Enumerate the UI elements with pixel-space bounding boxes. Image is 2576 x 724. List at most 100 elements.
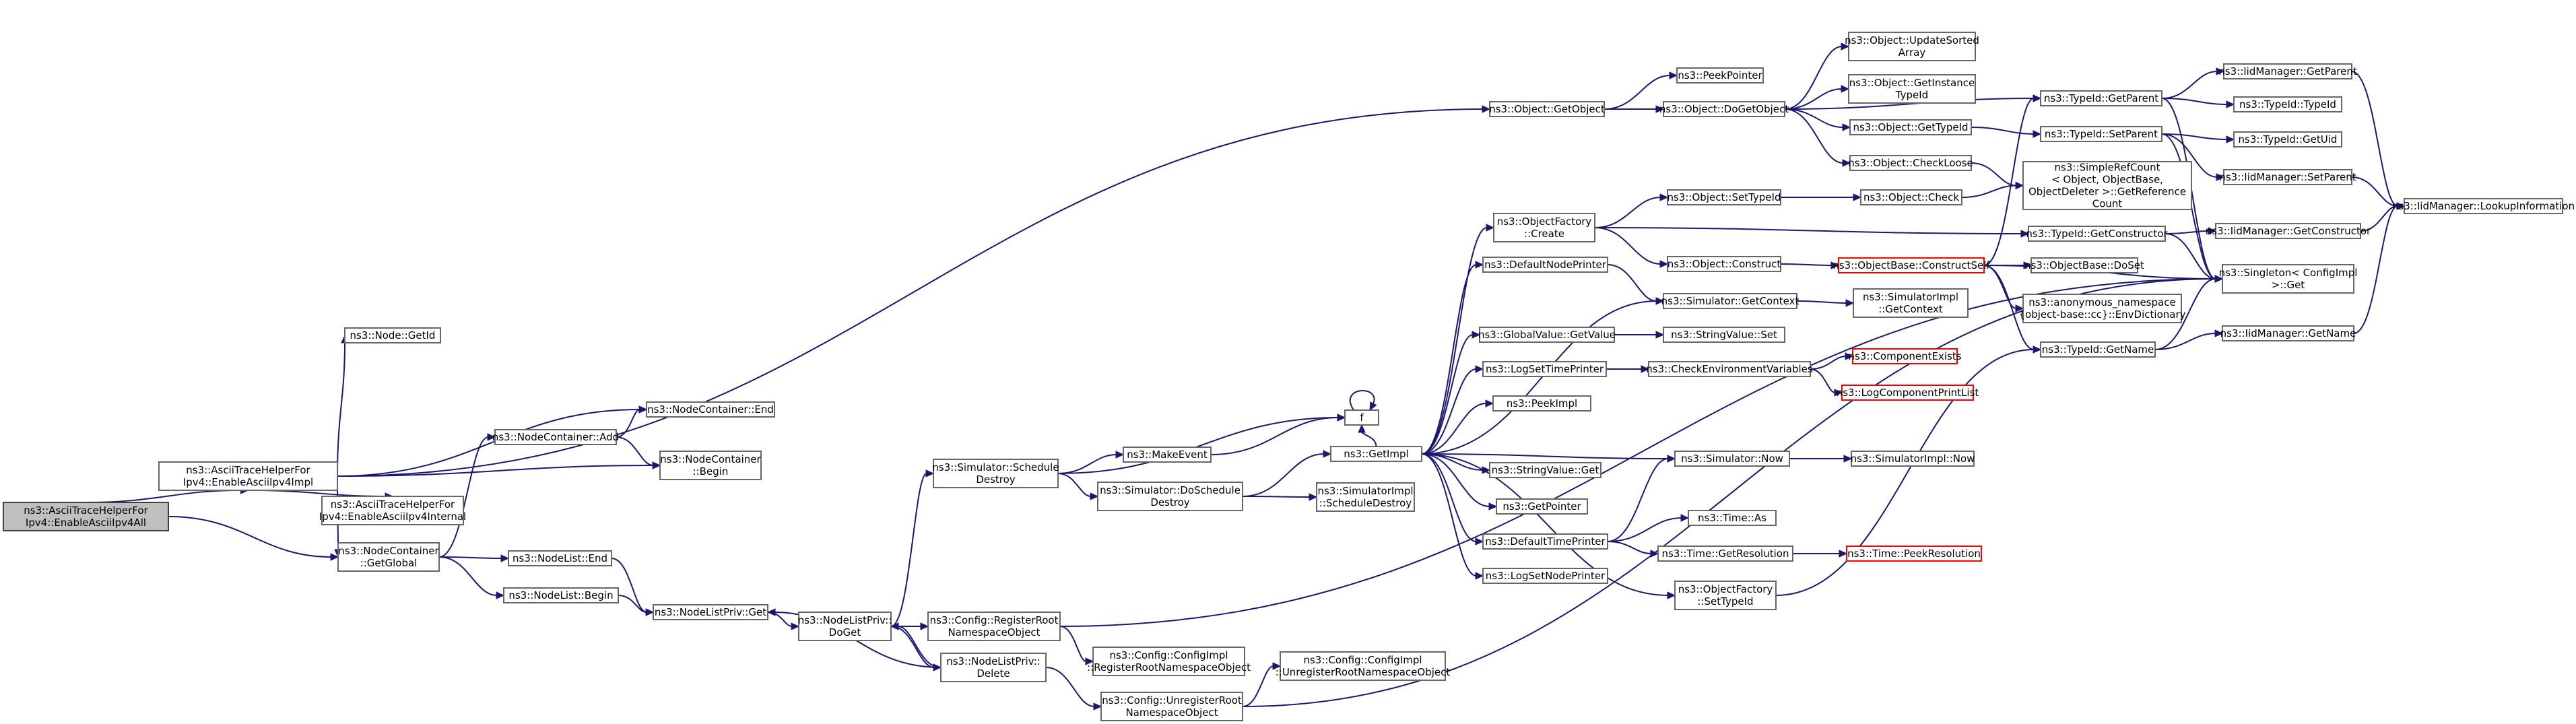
node-logcomplist[interactable]: ns3::LogComponentPrintList [1837,385,1979,401]
node-gvgetvalue[interactable]: ns3::GlobalValue::GetValue [1478,327,1616,343]
node-simplerefcount[interactable]: ns3::SimpleRefCount< Object, ObjectBase,… [2022,161,2192,210]
node-label: Destroy [1150,496,1189,508]
edge-arrowhead [500,554,510,562]
node-timeas[interactable]: ns3::Time::As [1688,510,1777,526]
node-box [1674,581,1777,610]
node-checkenv[interactable]: ns3::CheckEnvironmentVariables [1646,361,1813,377]
node-singleton[interactable]: ns3::Singleton< ConfigImpl>::Get [2219,264,2358,294]
node-timepeekres[interactable]: ns3::Time::PeekResolution [1846,546,1982,562]
node-objcheck[interactable]: ns3::Object::Check [1860,189,1962,205]
edge-line [1784,108,1844,164]
node-ofsettypeid[interactable]: ns3::ObjectFactory::SetTypeId [1674,581,1777,610]
node-iidgetctor[interactable]: ns3::IidManager::GetConstructor [2206,223,2371,239]
edge-eai-to-getid [337,334,349,477]
node-tidsetparent[interactable]: ns3::TypeId::SetParent [2040,126,2162,142]
node-ncadd[interactable]: ns3::NodeContainer::Add [492,429,619,445]
node-peekpointer[interactable]: ns3::PeekPointer [1676,67,1764,84]
node-logsetnode[interactable]: ns3::LogSetNodePrinter [1482,568,1608,584]
edge-ncadd-to-ncend [616,405,648,438]
edge-arrowhead [1659,260,1669,268]
edge-cfgreg-to-cfgimplreg [1059,626,1094,665]
node-svset[interactable]: ns3::StringValue::Set [1663,327,1785,343]
node-compexists[interactable]: ns3::ComponentExists [1848,348,1962,364]
node-root[interactable]: ns3::AsciiTraceHelperForIpv4::EnableAsci… [3,502,169,531]
edge-arrowhead [2226,135,2235,143]
node-ofcreate[interactable]: ns3::ObjectFactory::Create [1493,213,1595,242]
edge-arrowhead [1323,450,1332,458]
node-defnodeprinter[interactable]: ns3::DefaultNodePrinter [1482,257,1608,273]
edge-tidgetparent-to-tidtypeid [2161,98,2235,108]
node-f[interactable]: f [1344,409,1379,426]
edge-arrowhead [1659,193,1669,201]
node-ncend[interactable]: ns3::NodeContainer::End [646,401,775,418]
node-obconstructself[interactable]: ns3::ObjectBase::ConstructSelf [1832,257,1990,273]
node-eaiint[interactable]: ns3::AsciiTraceHelperForIpv4::EnableAsci… [319,496,466,525]
node-simimplsched[interactable]: ns3::SimulatorImpl::ScheduleDestroy [1316,482,1415,512]
node-tidgetuid[interactable]: ns3::TypeId::GetUid [2233,131,2342,147]
node-anonenv[interactable]: ns3::anonymous_namespace{object-base::cc… [2019,294,2186,323]
node-iidgetname[interactable]: ns3::IidManager::GetName [2220,325,2356,341]
edge-line [1784,88,1843,110]
node-simimplnow[interactable]: ns3::SimulatorImpl::Now [1851,451,1975,467]
node-objconstruct[interactable]: ns3::Object::Construct [1667,256,1781,272]
node-logsettime[interactable]: ns3::LogSetTimePrinter [1482,361,1607,377]
node-getimpl[interactable]: ns3::GetImpl [1330,446,1422,462]
node-objgettypeid[interactable]: ns3::Object::GetTypeId [1849,119,1972,135]
node-box [494,429,617,445]
node-dogetobject[interactable]: ns3::Object::DoGetObject [1659,101,1789,117]
node-label: ns3::Simulator::Now [1681,453,1783,465]
node-eai[interactable]: ns3::AsciiTraceHelperForIpv4::EnableAsci… [158,461,338,491]
node-iidsetparent[interactable]: ns3::IidManager::SetParent [2219,169,2356,185]
node-box [2404,198,2563,214]
node-peekimpl[interactable]: ns3::PeekImpl [1492,395,1591,412]
node-checkloose[interactable]: ns3::Object::CheckLoose [1848,155,1973,171]
node-obdoset[interactable]: ns3::ObjectBase::DoSet [2024,257,2144,273]
node-tidgetname[interactable]: ns3::TypeId::GetName [2040,341,2156,358]
node-cfgimplreg[interactable]: ns3::Config::ConfigImpl::RegisterRootNam… [1087,647,1251,676]
node-simimplgetctx[interactable]: ns3::SimulatorImpl::GetContext [1853,288,1969,318]
node-cfgimplunreg[interactable]: ns3::Config::ConfigImpl::UnregisterRootN… [1276,651,1451,681]
node-tidtypeid[interactable]: ns3::TypeId::TypeId [2233,96,2342,112]
edge-getobject-to-dogetobject [1604,105,1665,113]
node-simsched[interactable]: ns3::Simulator::ScheduleDestroy [932,459,1059,488]
node-nlpget[interactable]: ns3::NodeListPriv::Get [653,604,768,620]
edge-line [1594,197,1661,228]
node-simgetctx[interactable]: ns3::Simulator::GetContext [1661,293,1799,309]
node-getobject[interactable]: ns3::Object::GetObject [1489,101,1605,117]
node-nlpdoget[interactable]: ns3::NodeListPriv::DoGet [798,612,892,641]
node-getglobal[interactable]: ns3::NodeContainer::GetGlobal [337,542,440,572]
node-nlend[interactable]: ns3::NodeList::End [508,550,612,566]
edge-arrowhead [1853,193,1862,201]
node-ncbegin[interactable]: ns3::NodeContainer::Begin [659,451,762,480]
node-svget[interactable]: ns3::StringValue::Get [1489,462,1601,478]
node-iidgetparent[interactable]: ns3::IidManager::GetParent [2218,63,2357,79]
node-box [1688,510,1777,526]
edge-arrowhead [1839,550,1848,558]
node-makeevent[interactable]: ns3::MakeEvent [1123,447,1212,463]
node-objsettypeid[interactable]: ns3::Object::SetTypeId [1667,189,1781,205]
node-tidgetctor[interactable]: ns3::TypeId::GetConstructor [2026,226,2168,242]
node-iidlookup[interactable]: ns3::IidManager::LookupInformation [2392,198,2575,214]
edge-objgettypeid-to-tidsetparent [1971,127,2042,138]
node-simnow[interactable]: ns3::Simulator::Now [1674,451,1790,467]
edge-arrowhead [2020,230,2030,238]
node-tidgetparent[interactable]: ns3::TypeId::GetParent [2040,90,2162,106]
edge-arrowhead [1093,702,1102,711]
node-nlpdelete[interactable]: ns3::NodeListPriv::Delete [940,653,1047,682]
node-box [1489,101,1605,117]
edge-getimpl-to-deftimeprinter [1421,453,1484,546]
node-box [1674,451,1790,467]
node-label: ns3::GetPointer [1502,500,1581,513]
node-getpointer[interactable]: ns3::GetPointer [1496,498,1588,515]
node-nlbegin[interactable]: ns3::NodeList::Begin [503,587,619,603]
node-getid[interactable]: ns3::Node::GetId [344,327,441,343]
node-label: ns3::TypeId::TypeId [2239,98,2336,110]
edge-arrowhead [1090,492,1099,500]
node-deftimeprinter[interactable]: ns3::DefaultTimePrinter [1482,533,1608,550]
node-cfgreg[interactable]: ns3::Config::RegisterRootNamespaceObject [927,612,1061,641]
node-timegetres[interactable]: ns3::Time::GetResolution [1657,546,1793,562]
node-cfgunreg[interactable]: ns3::Config::UnregisterRootNamespaceObje… [1100,692,1243,721]
